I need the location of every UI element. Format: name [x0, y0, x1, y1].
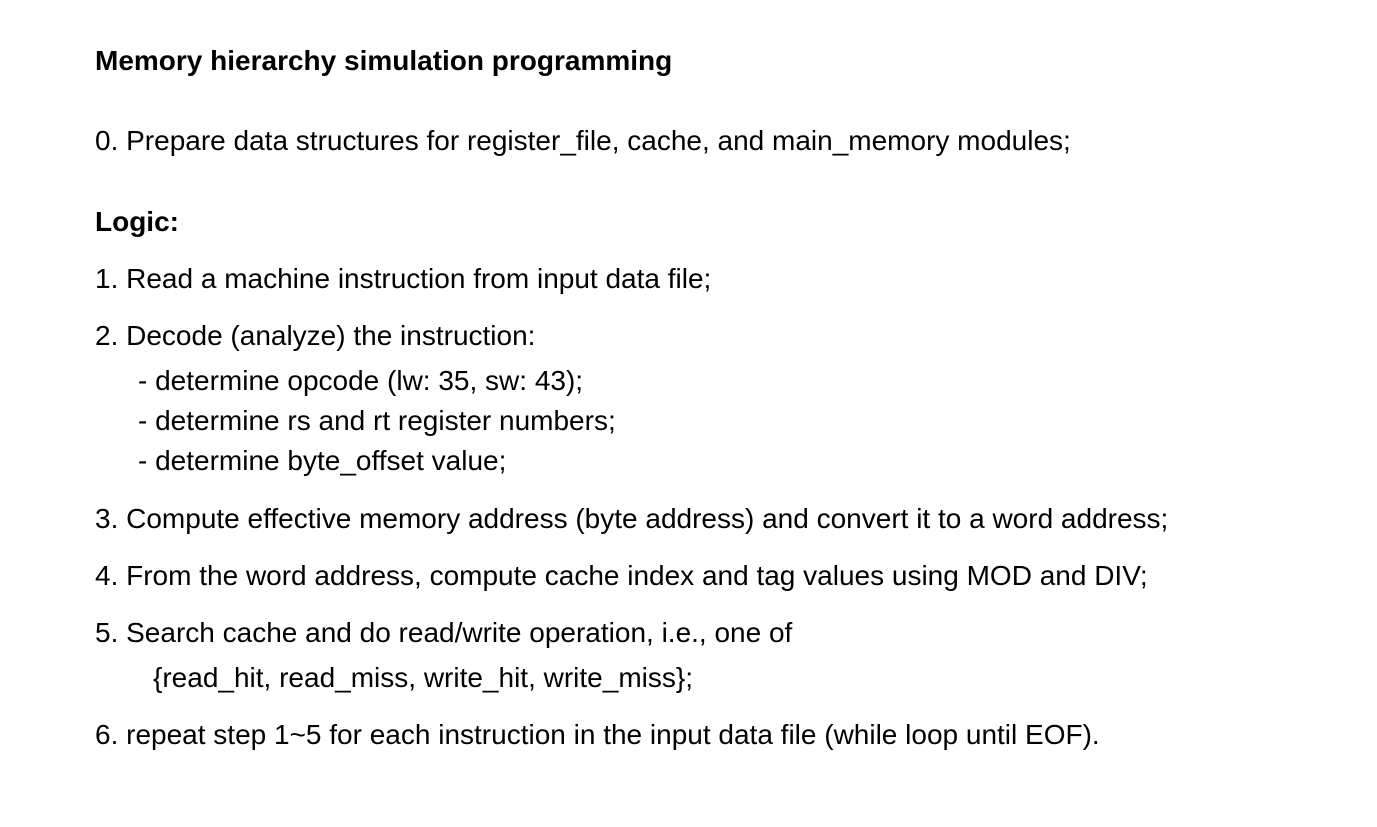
step-2-sub-registers: - determine rs and rt register numbers; [138, 405, 616, 436]
step-4-text: 4. From the word address, compute cache … [95, 560, 1148, 591]
step-2-sub-offset: - determine byte_offset value; [138, 445, 507, 476]
step-3-text: 3. Compute effective memory address (byt… [95, 503, 1169, 534]
step-5-continuation: {read_hit, read_miss, write_hit, write_m… [153, 662, 693, 693]
logic-heading: Logic: [95, 206, 179, 237]
step-2-sub-opcode: - determine opcode (lw: 35, sw: 43); [138, 365, 584, 396]
step-6-text: 6. repeat step 1~5 for each instruction … [95, 719, 1100, 750]
step-1-text: 1. Read a machine instruction from input… [95, 263, 712, 294]
step-5-text: 5. Search cache and do read/write operat… [95, 617, 793, 648]
step-0-text: 0. Prepare data structures for register_… [95, 125, 1071, 156]
step-2-text: 2. Decode (analyze) the instruction: [95, 320, 536, 351]
document-title: Memory hierarchy simulation programming [95, 45, 673, 76]
